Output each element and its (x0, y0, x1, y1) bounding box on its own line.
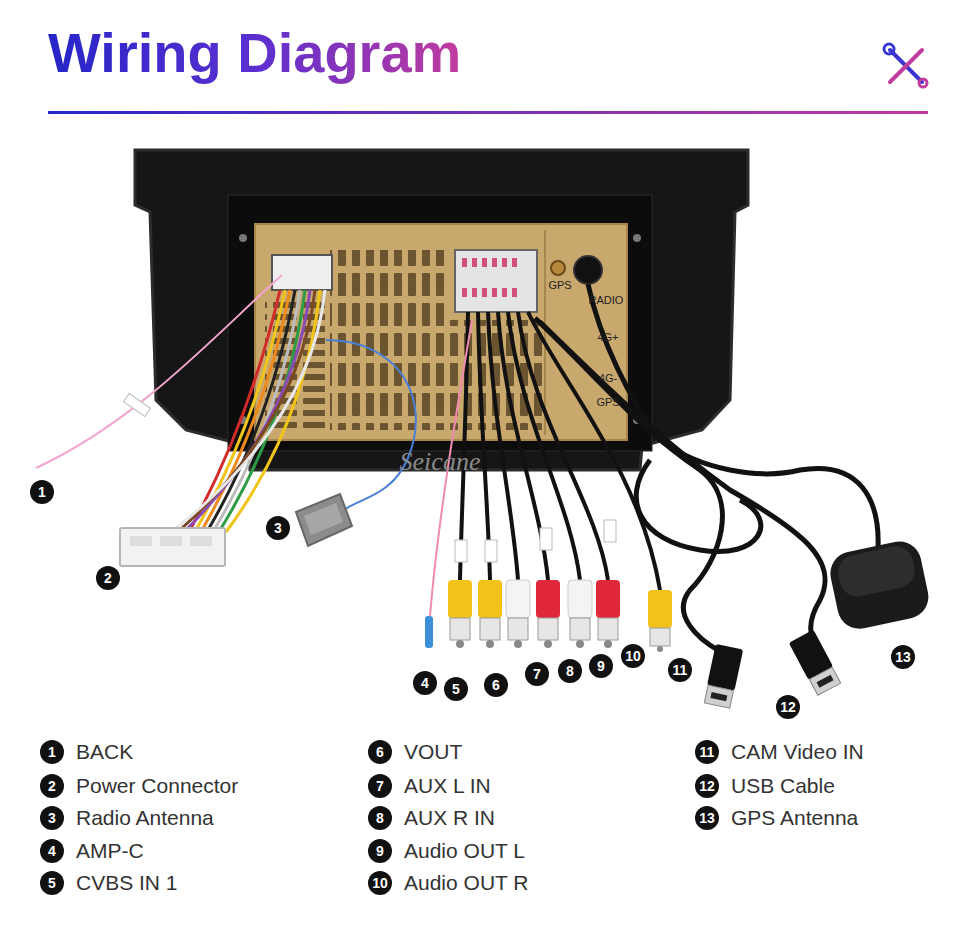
callout-text: 6 (376, 745, 384, 759)
av-cables (460, 312, 660, 590)
watermark: Seicane (400, 448, 481, 477)
radio-antenna-connector (296, 494, 352, 546)
callout-number: 10 (368, 871, 392, 895)
usb-plug (703, 644, 743, 709)
port-label: GPS (548, 279, 571, 291)
callout-number: 7 (525, 662, 549, 686)
callout-number: 1 (40, 740, 64, 764)
callout-number: 2 (96, 566, 120, 590)
port-label: GPS (596, 396, 619, 408)
page-title: Wiring Diagram (48, 22, 461, 84)
usb-plug (789, 630, 842, 696)
harness-socket (272, 255, 332, 290)
callout-number: 7 (368, 774, 392, 798)
callout-text: 12 (780, 700, 796, 714)
callout-number: 12 (695, 774, 719, 798)
callout-number: 11 (668, 658, 692, 682)
callout-number: 13 (891, 645, 915, 669)
callout-text: 7 (533, 667, 541, 681)
callout-text: 3 (274, 521, 282, 535)
callout-text: 1 (38, 485, 46, 499)
callout-text: 4 (421, 676, 429, 690)
callout-number: 8 (368, 806, 392, 830)
callout-text: 5 (48, 876, 56, 890)
callout-text: 6 (492, 678, 500, 692)
callout-number: 1 (30, 480, 54, 504)
callout-number: 4 (40, 839, 64, 863)
callout-number: 4 (413, 671, 437, 695)
callout-text: 10 (372, 876, 388, 890)
amp-pin (425, 616, 433, 648)
callout-number: 6 (368, 740, 392, 764)
callout-number: 11 (695, 740, 719, 764)
header-rule (48, 111, 928, 114)
gps-socket (551, 261, 565, 275)
part-name: Power Connector (76, 774, 238, 797)
callout-text: 13 (699, 811, 715, 825)
callout-number: 2 (40, 774, 64, 798)
part-name: GPS Antenna (731, 806, 858, 829)
callout-number: 5 (444, 677, 468, 701)
part-name: CAM Video IN (731, 740, 864, 763)
callout-text: 2 (104, 571, 112, 585)
part-name: USB Cable (731, 774, 835, 797)
tools-icon (884, 44, 927, 87)
callout-number: 3 (40, 806, 64, 830)
part-name: Audio OUT R (404, 871, 529, 894)
callout-number: 6 (484, 673, 508, 697)
callout-text: 9 (597, 659, 605, 673)
bezel (135, 150, 748, 470)
callout-number: 8 (558, 659, 582, 683)
callout-text: 12 (699, 779, 715, 793)
port-label: 4G- (599, 372, 617, 384)
harness-wires (174, 290, 325, 532)
callout-text: 9 (376, 844, 384, 858)
radio-socket (574, 256, 602, 284)
part-name: AUX R IN (404, 806, 495, 829)
port-label: 4G+ (597, 331, 618, 343)
callout-text: 5 (452, 682, 460, 696)
callout-number: 12 (776, 695, 800, 719)
callout-number: 5 (40, 871, 64, 895)
callout-text: 1 (48, 745, 56, 759)
chassis (255, 224, 627, 440)
part-name: VOUT (404, 740, 462, 763)
port-label: RADIO (589, 294, 624, 306)
part-name: Audio OUT L (404, 839, 525, 862)
callout-text: 11 (700, 745, 715, 759)
callout-number: 9 (589, 654, 613, 678)
black-cables (535, 284, 878, 650)
part-name: AMP-C (76, 839, 144, 862)
callout-text: 13 (895, 650, 911, 664)
callout-text: 10 (625, 649, 641, 663)
callout-text: 3 (48, 811, 56, 825)
part-name: Radio Antenna (76, 806, 214, 829)
callout-text: 8 (376, 811, 384, 825)
gps-antenna (826, 537, 932, 632)
callout-number: 10 (621, 644, 645, 668)
callout-text: 7 (376, 779, 384, 793)
callout-number: 13 (695, 806, 719, 830)
rca-plugs (448, 580, 672, 652)
antenna-wire (326, 340, 416, 510)
part-name: AUX L IN (404, 774, 491, 797)
callout-number: 3 (266, 516, 290, 540)
callout-text: 4 (48, 844, 56, 858)
part-name: CVBS IN 1 (76, 871, 178, 894)
av-socket (455, 250, 537, 312)
back-wire (36, 275, 282, 468)
power-connector (120, 528, 225, 566)
callout-text: 2 (48, 779, 56, 793)
callout-text: 11 (673, 663, 688, 677)
callout-number: 9 (368, 839, 392, 863)
part-name: BACK (76, 740, 133, 763)
callout-text: 8 (566, 664, 574, 678)
